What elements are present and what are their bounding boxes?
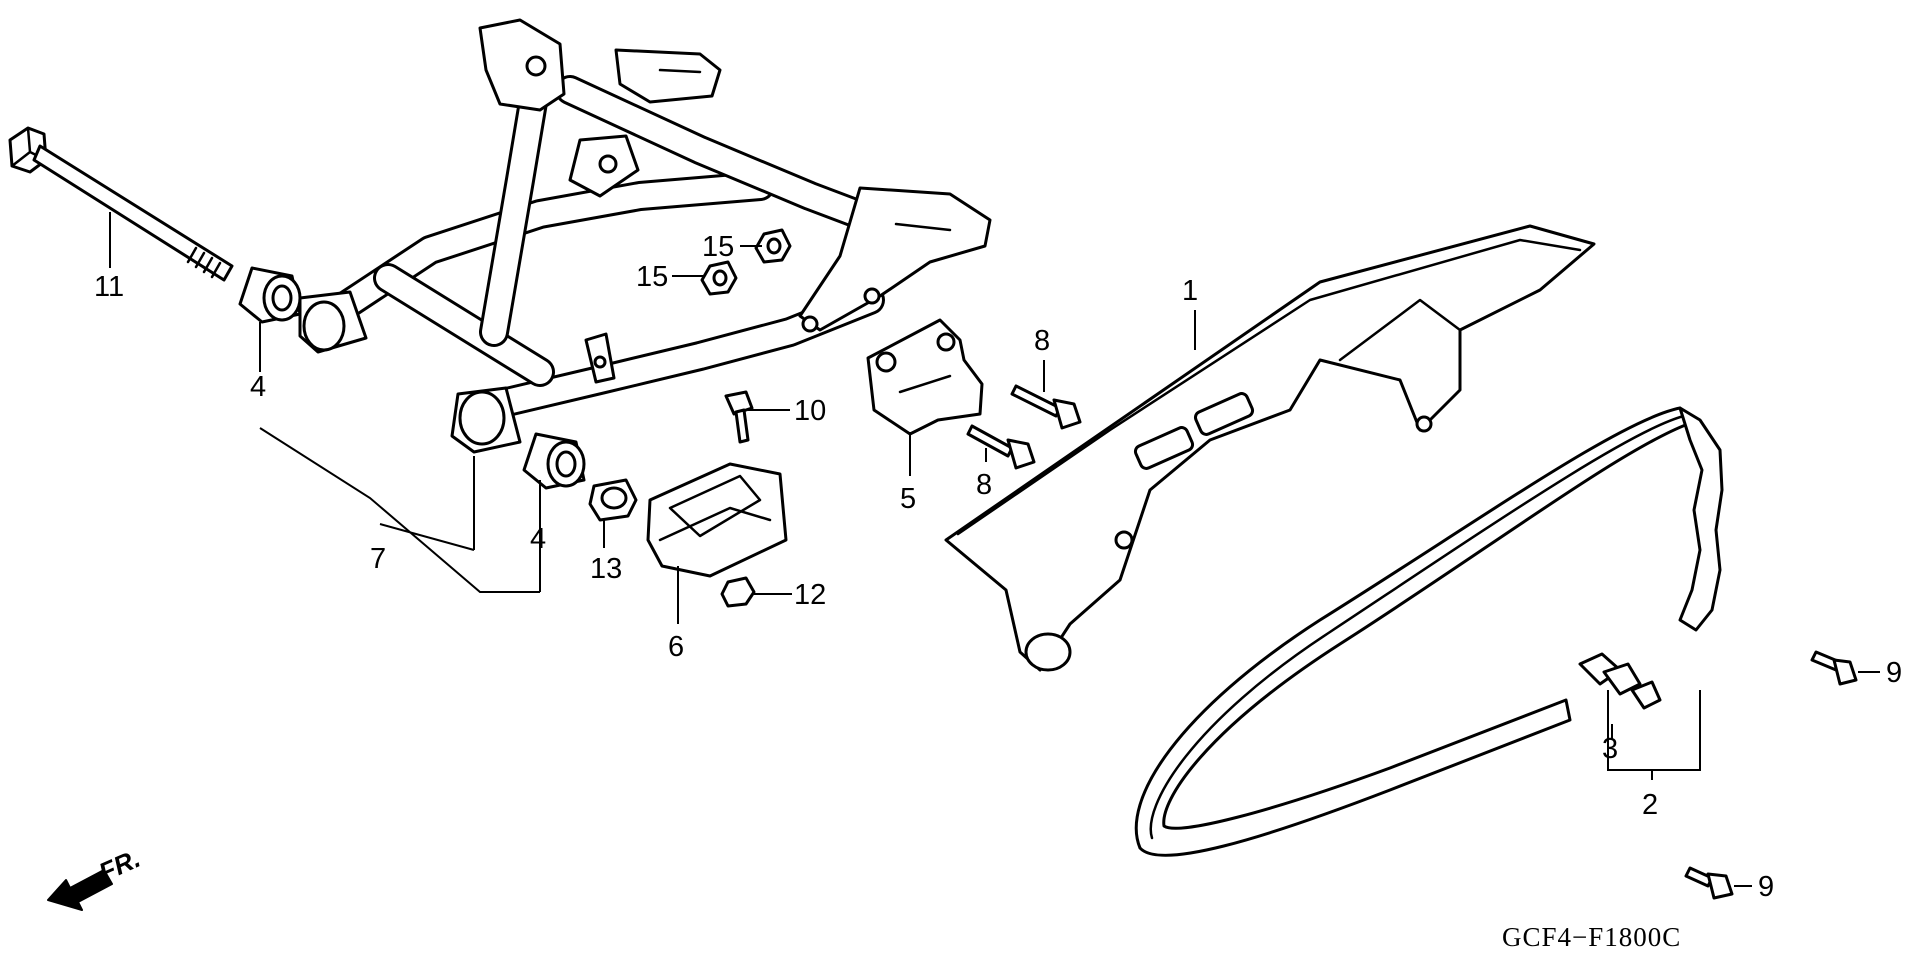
callout-3: 3 — [1602, 733, 1618, 765]
pivot-bolt — [8, 126, 234, 282]
callout-15-upper: 15 — [702, 231, 734, 263]
callout-7: 7 — [370, 543, 386, 575]
leader-lines — [109, 212, 1880, 887]
front-arrow-icon — [47, 869, 113, 911]
master-link — [1578, 652, 1662, 710]
chain-slider — [646, 462, 788, 578]
callout-15-lower: 15 — [636, 261, 668, 293]
callout-labels: 1 2 3 4 4 5 6 7 8 8 9 9 10 11 12 13 15 1… — [94, 231, 1902, 903]
bushing-upper — [238, 266, 302, 324]
callout-6: 6 — [668, 631, 684, 663]
chain-case-bracket — [866, 318, 984, 436]
chain-case — [944, 224, 1596, 672]
front-direction-indicator: FR. — [47, 843, 145, 911]
bolt-8-upper — [1010, 384, 1082, 430]
callout-11: 11 — [94, 271, 124, 303]
callout-13: 13 — [590, 553, 622, 585]
callout-12: 12 — [794, 579, 826, 611]
nut-12 — [720, 576, 756, 608]
callout-8-lower: 8 — [976, 469, 992, 501]
callout-4-upper: 4 — [250, 371, 266, 403]
bolt-10 — [724, 390, 754, 444]
bolt-9-lower — [1684, 866, 1734, 900]
callout-8-upper: 8 — [1034, 325, 1050, 357]
callout-10: 10 — [794, 395, 826, 427]
diagram-code: GCF4−F1800C — [1502, 922, 1681, 952]
callout-5: 5 — [900, 483, 916, 515]
drive-chain — [1134, 406, 1724, 857]
nut-15-lower — [700, 260, 738, 296]
collar-13 — [588, 478, 638, 522]
callout-9-upper: 9 — [1886, 657, 1902, 689]
bolt-8-lower — [966, 424, 1036, 470]
swingarm — [298, 18, 992, 454]
callout-2: 2 — [1642, 789, 1658, 821]
bushing-lower — [522, 432, 586, 490]
callout-9-lower: 9 — [1758, 871, 1774, 903]
callout-4-lower: 4 — [530, 523, 546, 555]
nut-15-upper — [754, 228, 792, 264]
bolt-9-upper — [1810, 650, 1858, 686]
callout-1: 1 — [1182, 275, 1198, 307]
